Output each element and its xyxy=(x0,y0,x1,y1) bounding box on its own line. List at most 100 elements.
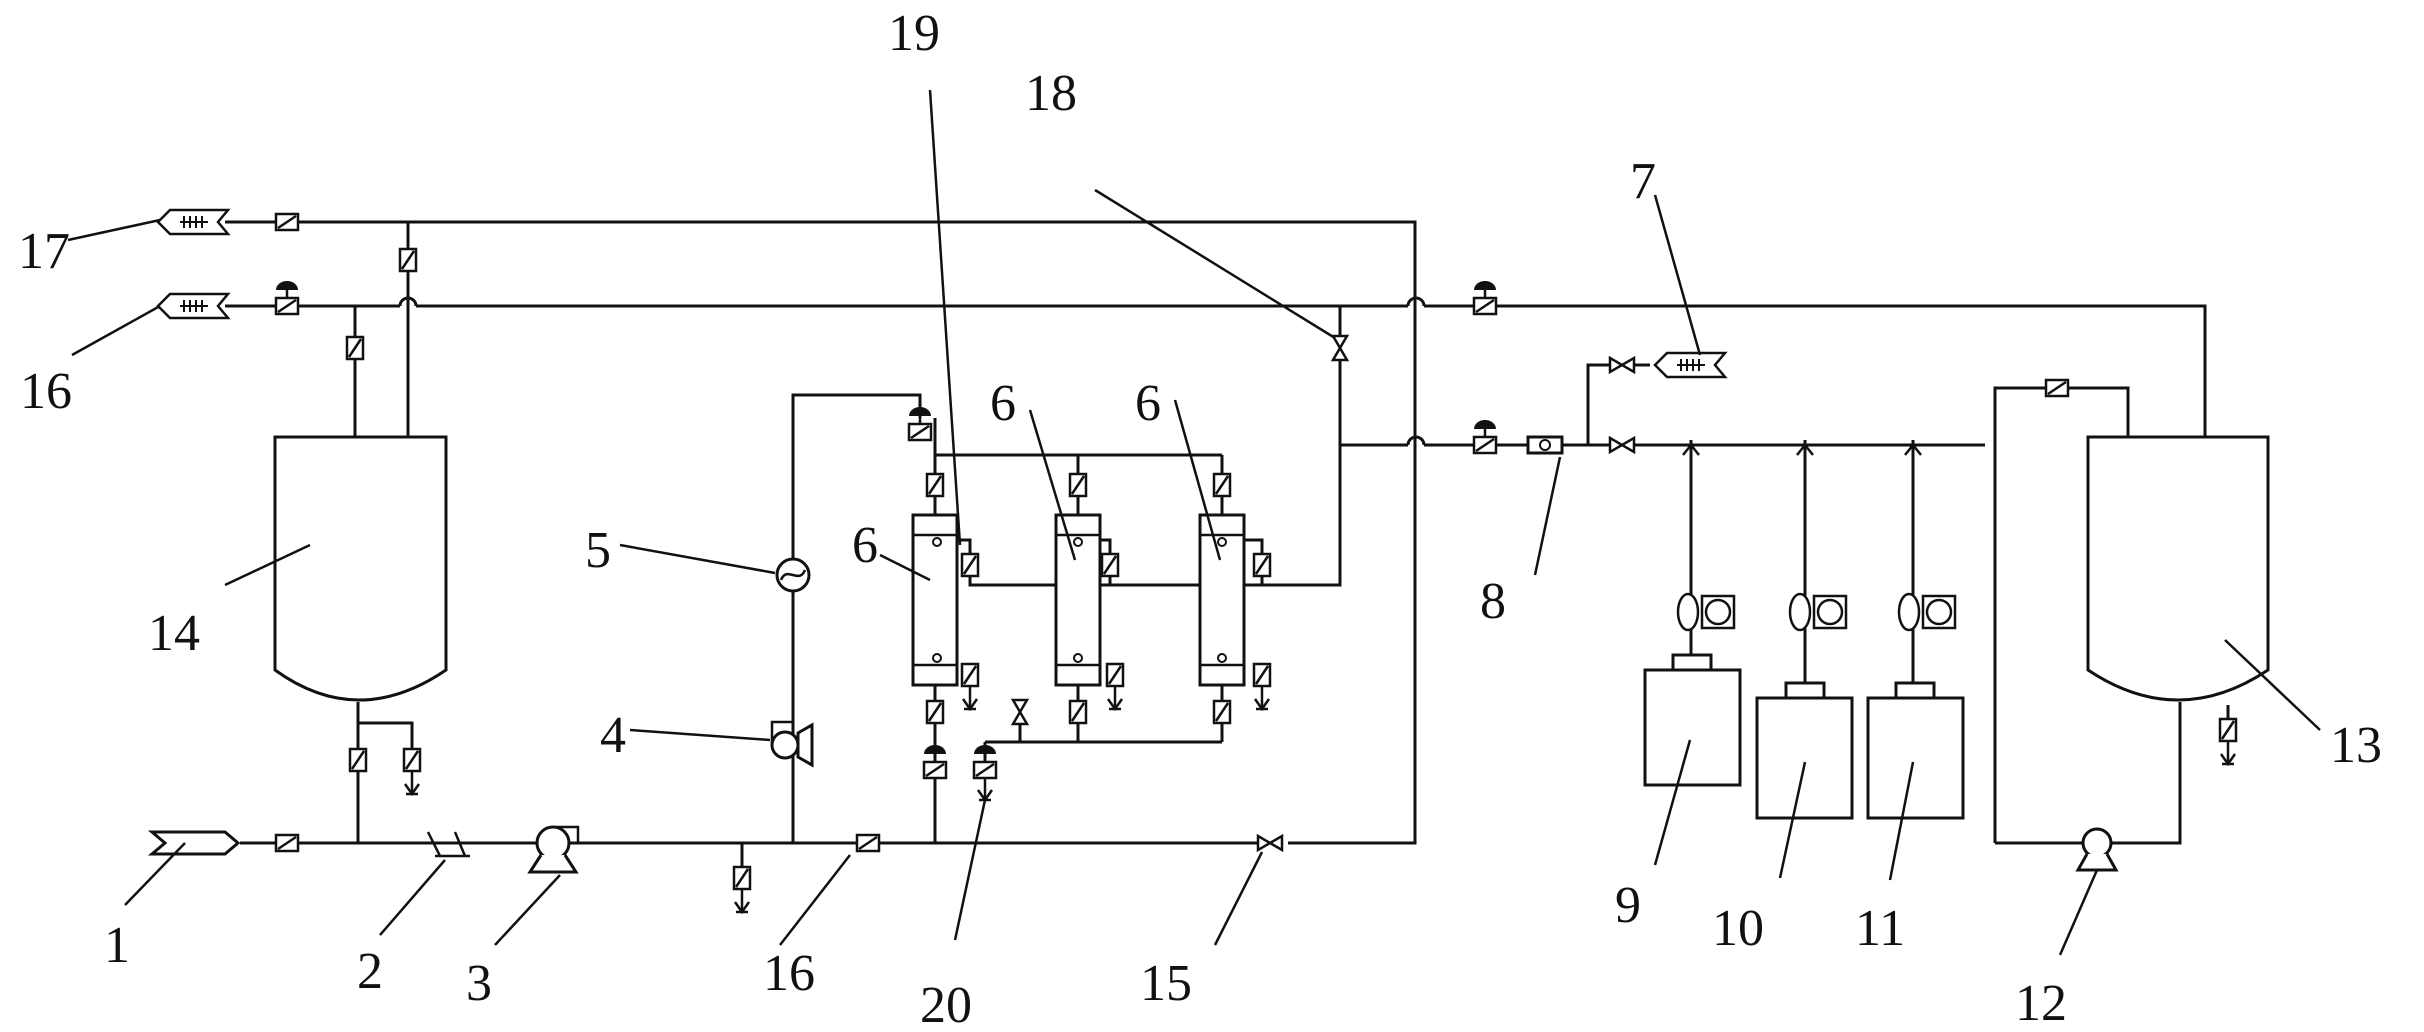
valve-filter-3-bottom xyxy=(1212,699,1232,725)
filter-6-a xyxy=(911,513,959,687)
pipe-to-hose-7 xyxy=(1586,363,1650,445)
drain-filter-3 xyxy=(1253,685,1271,711)
valve-16-lower xyxy=(855,833,881,853)
actuated-valve-filter-inlet xyxy=(907,405,933,442)
valve-branch-17 xyxy=(398,247,418,273)
label-12: 12 xyxy=(2015,975,2067,1032)
dosing-tank-10-cap xyxy=(1784,681,1826,700)
flow-arrow xyxy=(1904,442,1922,456)
flow-arrow xyxy=(1682,442,1700,456)
leader-lines xyxy=(67,89,2321,956)
drain-main xyxy=(733,888,751,914)
pipe-crossover xyxy=(1406,296,1426,307)
label-18: 18 xyxy=(1025,65,1077,122)
label-20: 20 xyxy=(920,977,972,1032)
valve-tank-13-drain xyxy=(2218,717,2238,743)
hose-connector-16 xyxy=(156,292,230,320)
valve-15 xyxy=(1256,834,1284,852)
pipe-filter-outlet-19 xyxy=(955,345,1342,587)
valve-filter-2-out xyxy=(1100,552,1120,578)
pipe-crossover xyxy=(1406,435,1426,446)
label-8: 8 xyxy=(1480,573,1506,630)
label-16-lower: 16 xyxy=(763,945,815,1002)
dosing-pump-9 xyxy=(1676,592,1736,632)
valve-branch-16 xyxy=(345,335,365,361)
actuated-valve-filter-outlet xyxy=(922,743,948,780)
valve-tank-14-drain xyxy=(402,747,422,773)
valve-product-line xyxy=(1608,436,1636,454)
label-10: 10 xyxy=(1712,900,1764,957)
tank-14 xyxy=(273,435,448,702)
dosing-pump-11 xyxy=(1897,592,1957,632)
tank-13 xyxy=(2086,435,2270,702)
label-1: 1 xyxy=(104,917,130,974)
drain-20 xyxy=(976,776,994,802)
dosing-tank-9-cap xyxy=(1671,653,1713,672)
dosing-pump-10 xyxy=(1788,592,1848,632)
valve-filter-3-in xyxy=(1212,472,1232,498)
label-16-upper: 16 xyxy=(20,363,72,420)
valve-filter-2-bottom xyxy=(1068,699,1088,725)
flow-arrow xyxy=(1796,442,1814,456)
valve-tank-14-outlet xyxy=(348,747,368,773)
heat-exchanger-5 xyxy=(775,557,811,593)
dosing-tank-11-cap xyxy=(1894,681,1936,700)
dosing-tank-11 xyxy=(1866,696,1965,820)
label-6-a: 6 xyxy=(852,517,878,574)
drain-filter-2 xyxy=(1106,685,1124,711)
valve-18 xyxy=(1331,334,1349,362)
label-4: 4 xyxy=(600,707,626,764)
filter-6-c xyxy=(1198,513,1246,687)
dosing-tank-9 xyxy=(1643,668,1742,787)
hose-connector-17 xyxy=(156,208,230,236)
label-5: 5 xyxy=(585,522,611,579)
valve-19 xyxy=(960,552,980,578)
valve-filter-2-in xyxy=(1068,472,1088,498)
valve-hose-7 xyxy=(1608,356,1636,374)
strainer-2 xyxy=(426,831,470,858)
dosing-tank-10 xyxy=(1755,696,1854,820)
label-6-c: 6 xyxy=(1135,375,1161,432)
label-14: 14 xyxy=(148,605,200,662)
pump-12 xyxy=(2075,827,2119,872)
label-11: 11 xyxy=(1855,900,1905,957)
pump-4 xyxy=(770,720,814,768)
actuated-valve-20 xyxy=(972,743,998,780)
drain-tank-13 xyxy=(2219,740,2237,766)
label-3: 3 xyxy=(466,955,492,1012)
valve-filter-1-bottom xyxy=(925,699,945,725)
pipe-pump-4-loop xyxy=(791,393,922,843)
valve-inlet-1 xyxy=(274,833,300,853)
actuated-valve-header-16 xyxy=(274,279,300,316)
valve-tank-13-loop xyxy=(2044,378,2070,398)
filter-6-b xyxy=(1054,513,1102,687)
pipe-pump-12-out xyxy=(2110,702,2182,845)
valve-vent xyxy=(1011,698,1029,726)
valve-filter-1-drain xyxy=(960,662,980,688)
label-19: 19 xyxy=(888,5,940,62)
valve-header-17 xyxy=(274,212,300,232)
pipe-header-16 xyxy=(225,304,2207,440)
actuated-valve-product xyxy=(1472,418,1498,455)
label-15: 15 xyxy=(1140,955,1192,1012)
valve-drain-main xyxy=(732,865,752,891)
pump-3 xyxy=(527,825,580,874)
valve-filter-1-in xyxy=(925,472,945,498)
label-9: 9 xyxy=(1615,877,1641,934)
pipe-tank-14-drain xyxy=(358,721,414,755)
valve-filter-3-drain xyxy=(1252,662,1272,688)
valve-filter-2-drain xyxy=(1105,662,1125,688)
label-2: 2 xyxy=(357,943,383,1000)
flow-meter-8 xyxy=(1526,435,1564,455)
inlet-connector-1 xyxy=(147,830,241,856)
drain-filter-1 xyxy=(961,685,979,711)
pipe-header-17 xyxy=(225,220,1417,845)
actuated-valve-header-16-right xyxy=(1472,279,1498,316)
hose-connector-7 xyxy=(1653,351,1727,379)
label-7: 7 xyxy=(1630,153,1656,210)
label-13: 13 xyxy=(2330,717,2382,774)
valve-filter-3-out xyxy=(1252,552,1272,578)
label-17: 17 xyxy=(18,223,70,280)
label-6-b: 6 xyxy=(990,375,1016,432)
